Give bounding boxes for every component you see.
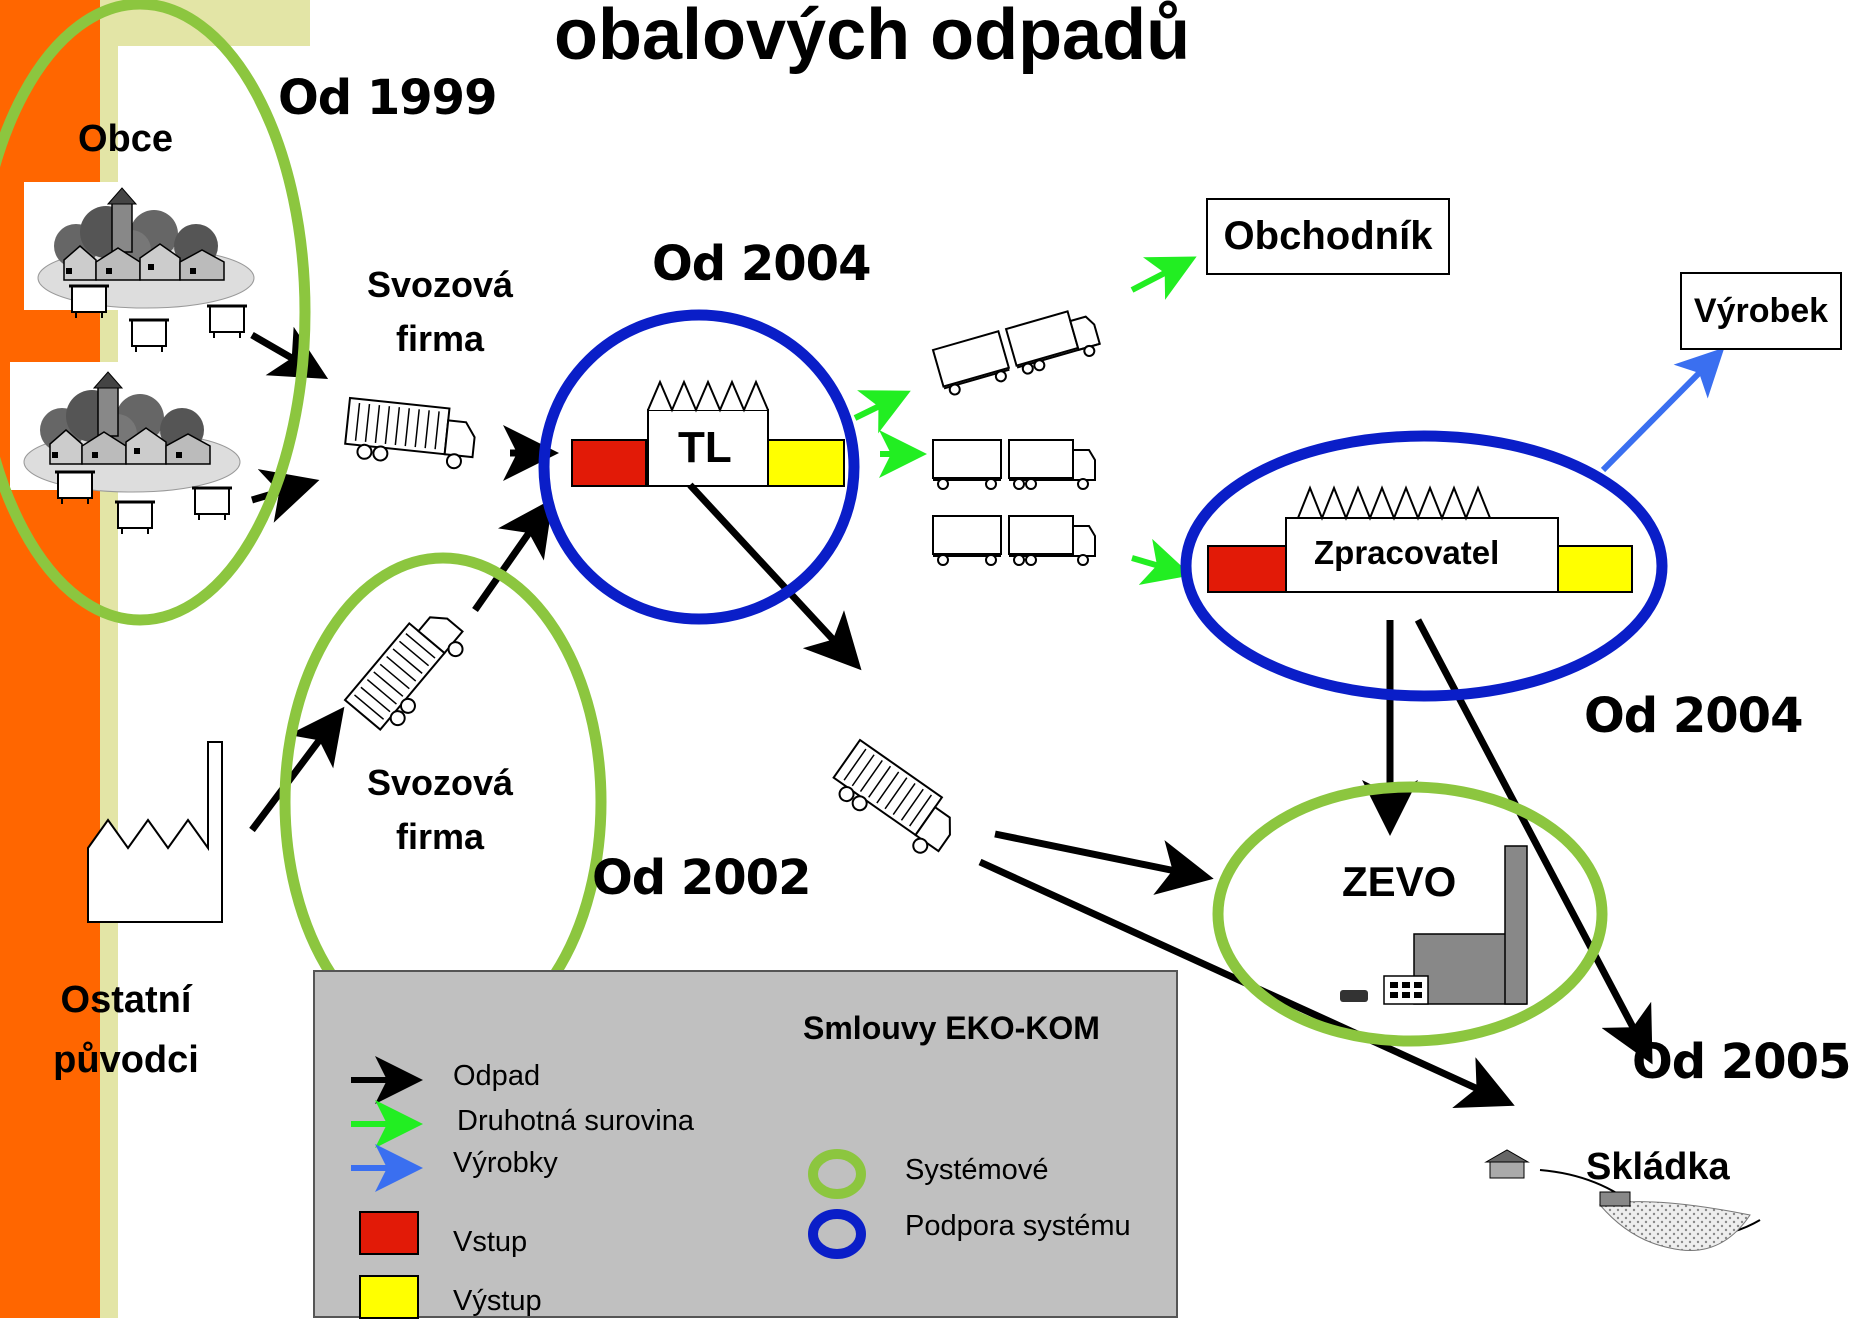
node-obce: Obce — [78, 118, 174, 160]
node-svozova-firma-1: Svozová firma — [340, 258, 540, 366]
legend-symbols — [351, 1056, 866, 1319]
since-label-firma: Od 2002 — [592, 850, 811, 906]
node-skladka: Skládka — [1586, 1146, 1730, 1188]
node-svozova-firma-2-line2: firma — [395, 816, 485, 857]
zevo-plant-icon — [1340, 845, 1528, 1005]
ring-tl — [538, 309, 860, 625]
village-image-top — [24, 182, 290, 354]
node-ostatni-puvodci: Ostatní původci — [26, 970, 226, 1090]
node-vyrobek: Výrobek — [1680, 272, 1842, 350]
node-ostatni-line2: původci — [53, 1039, 199, 1081]
since-label-obce: Od 1999 — [278, 70, 497, 126]
zpracovatel-output-block — [1557, 545, 1633, 593]
tl-output-block — [767, 439, 845, 487]
legend-podpora-label: Podpora systému — [905, 1210, 1131, 1242]
tl-input-block — [571, 439, 647, 487]
landfill-icon — [1484, 1149, 1761, 1252]
legend-odpad-label: Odpad — [453, 1060, 541, 1092]
legend-vstup-swatch — [359, 1211, 419, 1255]
legend-systemove-ring — [808, 1149, 866, 1199]
products-arrow — [1600, 347, 1725, 473]
legend-title: Smlouvy EKO-KOM — [803, 1010, 1100, 1046]
collection-truck-1-icon — [342, 397, 479, 472]
zpracovatel-facility — [1207, 485, 1633, 593]
legend-podpora-ring — [808, 1209, 866, 1259]
node-tl: TL — [678, 423, 732, 472]
ring-obce — [0, 0, 311, 626]
legend-box: Smlouvy EKO-KOM Odpad Druhotná surovina … — [313, 970, 1178, 1319]
node-obchodnik: Obchodník — [1206, 198, 1450, 275]
legend-systemove-label: Systémové — [905, 1154, 1049, 1186]
village-image-bottom — [10, 362, 280, 536]
node-svozova-firma-1-line1: Svozová — [366, 264, 514, 305]
since-label-zpracovatel: Od 2004 — [1584, 688, 1803, 744]
lorry-3-icon — [932, 515, 1096, 566]
factory-icon — [87, 741, 223, 923]
since-label-zevo: Od 2005 — [1632, 1034, 1851, 1090]
node-svozova-firma-1-line2: firma — [395, 318, 485, 359]
side-bar-light — [100, 0, 118, 1318]
since-label-tl: Od 2004 — [652, 236, 871, 292]
node-svozova-firma-2: Svozová firma — [340, 756, 540, 864]
legend-druhotna-label: Druhotná surovina — [457, 1105, 694, 1137]
tl-facility — [571, 379, 845, 487]
lorry-1-icon — [932, 304, 1104, 399]
ring-zevo — [1212, 781, 1608, 1047]
collection-truck-3-icon — [825, 739, 966, 863]
legend-vystup-swatch — [359, 1275, 419, 1319]
node-ostatni-line1: Ostatní — [60, 979, 192, 1021]
legend-vystup-label: Výstup — [453, 1285, 542, 1317]
collection-truck-2-icon — [344, 600, 474, 739]
lorry-2-icon — [932, 439, 1096, 490]
node-zpracovatel: Zpracovatel — [1314, 534, 1500, 571]
legend-vstup-label: Vstup — [453, 1226, 528, 1258]
zpracovatel-input-block — [1207, 545, 1287, 593]
node-svozova-firma-2-line1: Svozová — [366, 762, 514, 803]
secondary-material-arrows — [853, 256, 1197, 585]
legend-vyrobky-label: Výrobky — [453, 1147, 558, 1179]
page-title: obalových odpadů — [554, 0, 1191, 75]
ring-zpracovatel — [1180, 430, 1668, 702]
contract-rings — [0, 0, 1668, 1052]
node-zevo: ZEVO — [1342, 858, 1457, 905]
